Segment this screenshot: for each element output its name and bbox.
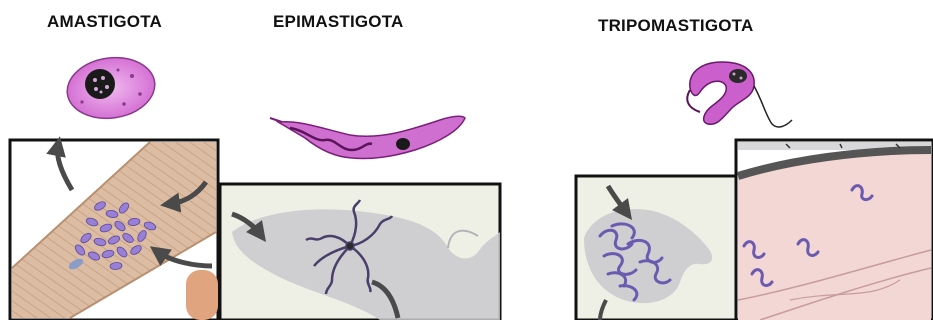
trypomastigote-cell-icon — [687, 62, 792, 127]
blood-vessel-panel — [736, 140, 933, 320]
muscle-tissue-panel — [10, 140, 218, 320]
amastigote-cell-icon — [63, 52, 158, 124]
insect-gut-panel — [220, 184, 500, 320]
epimastigote-cell-icon — [270, 116, 465, 158]
metacyclic-trypomastigote-panel — [576, 176, 736, 320]
